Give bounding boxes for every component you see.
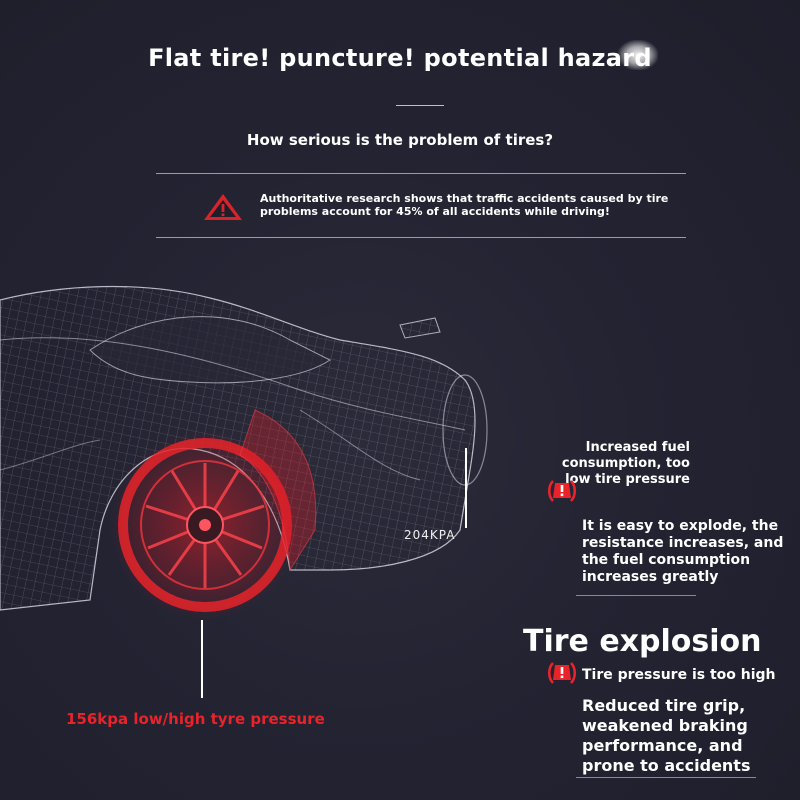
low-pressure-title: Increased fuel consumption, too low tire… <box>561 440 690 487</box>
tpms-warning-icon-2 <box>547 662 577 684</box>
high-pressure-divider <box>576 777 756 778</box>
normal-pressure-label: 204KPA <box>404 528 456 542</box>
low-pressure-label: 156kpa low/high tyre pressure <box>66 710 325 728</box>
low-pressure-description: It is easy to explode, the resistance in… <box>582 518 784 585</box>
warning-bottom-divider <box>156 237 686 238</box>
normal-pressure-pointer <box>465 448 467 528</box>
warning-triangle-icon <box>204 194 242 220</box>
title-divider <box>396 105 444 106</box>
page-subtitle: How serious is the problem of tires? <box>246 131 554 149</box>
lens-glare <box>618 40 658 70</box>
high-pressure-description: Reduced tire grip, weakened braking perf… <box>582 696 751 775</box>
tpms-warning-icon <box>547 480 577 502</box>
low-pressure-pointer <box>201 620 203 698</box>
wireframe-car-illustration <box>0 285 488 620</box>
low-pressure-divider <box>576 595 696 596</box>
warning-text: Authoritative research shows that traffi… <box>260 192 669 218</box>
page-title: Flat tire! puncture! potential hazard <box>148 44 652 72</box>
warning-top-divider <box>156 173 686 174</box>
tire-explosion-heading: Tire explosion <box>523 624 762 659</box>
high-pressure-title: Tire pressure is too high <box>582 667 776 683</box>
